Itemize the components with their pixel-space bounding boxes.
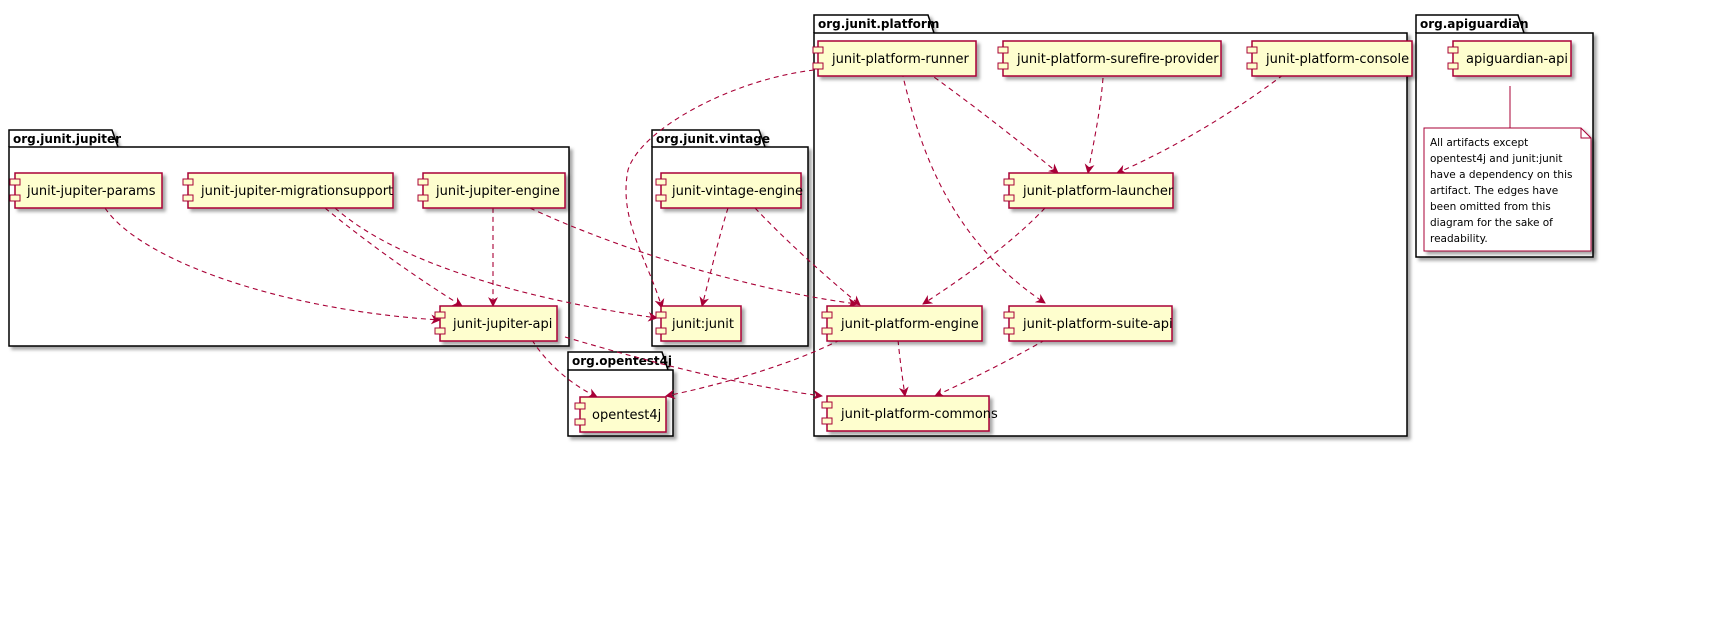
- component-junit-platform-engine: junit-platform-engine: [821, 305, 983, 342]
- component-label: junit-platform-surefire-provider: [1016, 52, 1219, 67]
- component-junit-platform-launcher: junit-platform-launcher: [1003, 172, 1174, 209]
- note-line: have a dependency on this: [1430, 169, 1572, 181]
- edge-engine-to-commons: [897, 339, 909, 397]
- component-junit-jupiter-migrationsupport: junit-jupiter-migrationsupport: [182, 172, 394, 209]
- component-apiguardian-api: apiguardian-api: [1447, 40, 1572, 77]
- edge-suite-api-to-commons: [934, 339, 1046, 397]
- component-label: opentest4j: [592, 408, 661, 423]
- package-title-platform: org.junit.platform: [818, 17, 939, 31]
- edge-jupiter-api-to-commons: [564, 336, 823, 400]
- component-label: junit-jupiter-engine: [435, 184, 560, 199]
- component-label: junit:junit: [671, 317, 734, 332]
- component-label: junit-platform-console: [1265, 52, 1409, 67]
- note: All artifacts except opentest4j and juni…: [1423, 86, 1592, 252]
- note-line: artifact. The edges have: [1430, 185, 1558, 197]
- note-line: been omitted from this: [1430, 201, 1551, 213]
- note-line: diagram for the sake of: [1430, 217, 1553, 229]
- component-junit-platform-runner: junit-platform-runner: [812, 40, 977, 77]
- component-label: junit-platform-commons: [840, 407, 998, 422]
- edge-jupiter-engine-to-platform-engine: [529, 207, 858, 308]
- component-junit-jupiter-api: junit-jupiter-api: [434, 305, 558, 342]
- edge-launcher-to-engine: [922, 207, 1046, 305]
- component-junit-platform-console: junit-platform-console: [1246, 40, 1413, 77]
- edge-params-to-jupiter-api: [104, 207, 441, 325]
- component-opentest4j: opentest4j: [574, 396, 667, 433]
- edge-console-to-launcher: [1116, 74, 1284, 174]
- component-junit-platform-surefire-provider: junit-platform-surefire-provider: [997, 40, 1222, 77]
- component-label: junit-platform-runner: [831, 52, 969, 67]
- package-title-opentest4j: org.opentest4j: [572, 354, 672, 368]
- package-org-junit-platform: org.junit.platform: [813, 14, 1408, 437]
- edge-vintage-to-junit: [699, 207, 729, 307]
- edge-migration-to-junit: [334, 207, 658, 322]
- edge-runner-to-suite-api: [901, 71, 1046, 304]
- dependency-edges: [104, 69, 1284, 400]
- edge-vintage-to-platform-engine: [754, 207, 861, 306]
- edge-runner-to-launcher: [926, 71, 1059, 174]
- edge-migration-to-jupiter-api: [324, 207, 463, 307]
- edge-engine-to-opentest4j: [665, 339, 841, 400]
- component-label: apiguardian-api: [1466, 52, 1568, 67]
- component-junit-platform-suite-api: junit-platform-suite-api: [1003, 305, 1173, 342]
- component-label: junit-jupiter-params: [26, 184, 156, 199]
- component-label: junit-platform-launcher: [1022, 184, 1174, 199]
- component-label: junit-platform-suite-api: [1022, 317, 1173, 332]
- package-title-vintage: org.junit.vintage: [656, 132, 770, 146]
- component-junit-vintage-engine: junit-vintage-engine: [655, 172, 803, 209]
- component-label: junit-jupiter-api: [452, 317, 552, 332]
- package-title-jupiter: org.junit.jupiter: [13, 132, 121, 146]
- note-line: All artifacts except: [1430, 137, 1528, 149]
- component-label: junit-platform-engine: [840, 317, 979, 332]
- note-line: readability.: [1430, 233, 1488, 245]
- component-junit-platform-commons: junit-platform-commons: [821, 395, 998, 432]
- note-line: opentest4j and junit:junit: [1430, 153, 1562, 165]
- component-label: junit-vintage-engine: [671, 184, 803, 199]
- component-label: junit-jupiter-migrationsupport: [200, 184, 393, 199]
- component-junit-junit: junit:junit: [655, 305, 742, 342]
- component-junit-jupiter-engine: junit-jupiter-engine: [417, 172, 566, 209]
- component-junit-jupiter-params: junit-jupiter-params: [9, 172, 163, 209]
- package-title-apiguardian: org.apiguardian: [1420, 17, 1529, 31]
- edge-runner-to-junit: [625, 69, 815, 309]
- edge-surefire-to-launcher: [1084, 77, 1104, 174]
